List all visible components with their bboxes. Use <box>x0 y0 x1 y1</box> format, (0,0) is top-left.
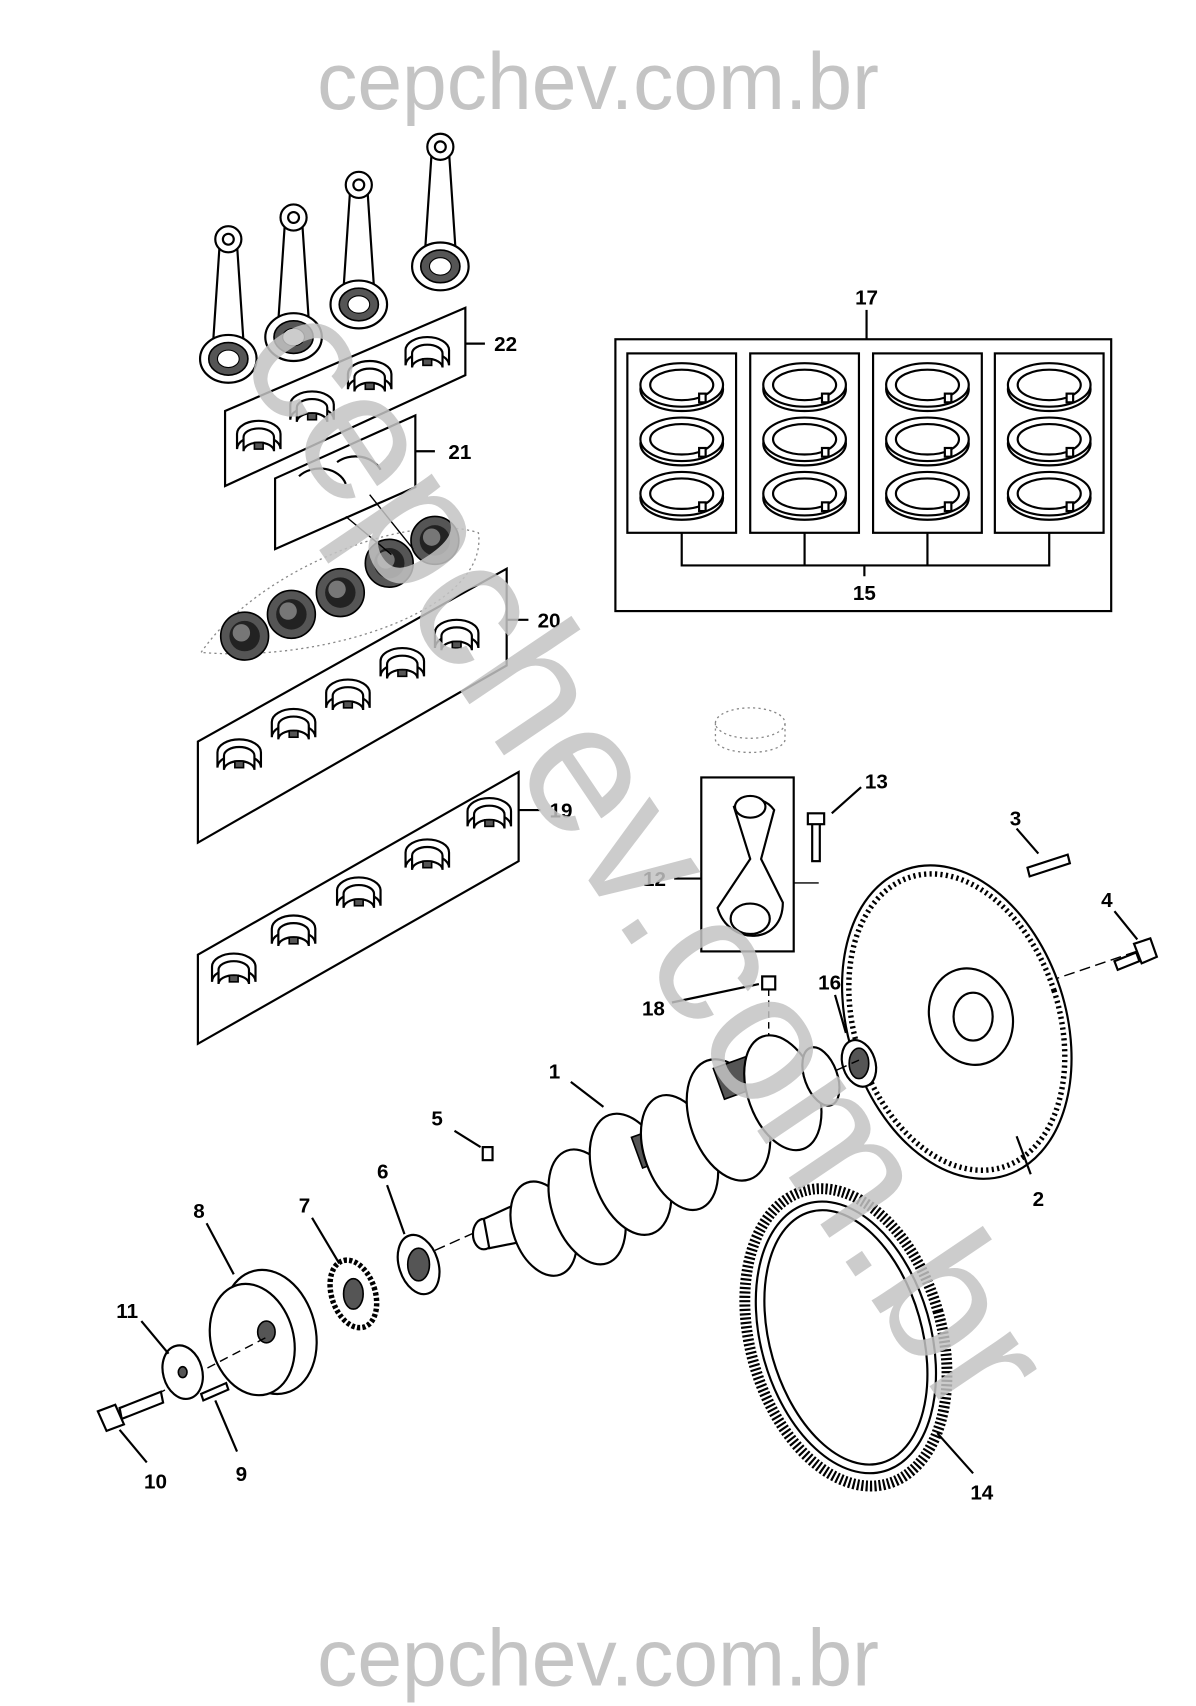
flywheel-bolt-4: 4 <box>1101 889 1159 972</box>
ring-gear-14: 14 <box>739 1183 994 1504</box>
bearing-shell <box>216 738 263 771</box>
callout-4: 4 <box>1101 889 1113 912</box>
bearing-shell <box>325 678 371 712</box>
woodruff-key-5: 5 <box>431 1107 494 1162</box>
bearing-shell <box>404 838 451 871</box>
callout-21: 21 <box>448 441 471 464</box>
rod-nut-18: 18 <box>642 975 777 1044</box>
piston-outline <box>714 707 786 739</box>
watermark-top: cepchev.com.br <box>317 37 879 127</box>
connecting-rod <box>410 132 470 292</box>
callout-5: 5 <box>431 1107 442 1130</box>
callout-16: 16 <box>818 971 841 994</box>
crank-pulley-8: 8 <box>193 1200 318 1397</box>
dowel-pin-3: 3 <box>1010 807 1072 878</box>
piston-ring <box>762 470 847 521</box>
crankcase-main-bearings <box>199 494 480 661</box>
callout-22: 22 <box>494 333 517 356</box>
piston-ring <box>1006 470 1092 521</box>
key-9: 9 <box>199 1381 247 1486</box>
bearing-shell <box>270 914 317 948</box>
timing-gear-7: 7 <box>299 1194 380 1331</box>
callout-17: 17 <box>855 286 878 309</box>
callout-9: 9 <box>236 1463 247 1486</box>
crankshaft-1: 1 <box>434 1034 860 1277</box>
callout-20: 20 <box>538 609 561 632</box>
pilot-bearing-16: 16 <box>818 971 878 1088</box>
pulley-bolt-10: 10 <box>96 1390 167 1494</box>
washer-11: 11 <box>116 1300 267 1415</box>
piston-ring <box>639 362 725 413</box>
main-bearing-bracket-20: 20 <box>196 566 561 845</box>
callout-15: 15 <box>853 582 876 605</box>
piston-ring <box>885 416 970 467</box>
piston-ring <box>762 362 847 413</box>
thrust-washer-bracket-21: 21 <box>273 413 471 551</box>
callout-10: 10 <box>144 1471 167 1494</box>
rod-bolt-13: 13 <box>806 770 888 863</box>
callout-19: 19 <box>550 800 573 823</box>
main-bearing-bracket-19: 19 <box>196 770 573 1046</box>
piston-ring <box>1006 416 1092 467</box>
piston-ring <box>762 416 847 467</box>
piston-ring <box>639 416 725 467</box>
crank-gear-6: 6 <box>377 1161 441 1296</box>
callout-1: 1 <box>549 1061 560 1084</box>
piston-ring <box>885 362 970 413</box>
bearing-shell <box>335 876 382 909</box>
piston-ring <box>885 470 970 521</box>
callout-7: 7 <box>299 1194 310 1217</box>
callout-2: 2 <box>1033 1188 1044 1211</box>
main-bearing <box>219 611 270 661</box>
callout-11: 11 <box>116 1300 138 1323</box>
callout-18: 18 <box>642 998 665 1021</box>
callout-13: 13 <box>865 770 888 793</box>
piston-outline <box>714 723 786 754</box>
piston-ring <box>639 470 725 521</box>
bearing-shell <box>210 952 257 986</box>
callout-6: 6 <box>377 1161 388 1184</box>
connecting-rod-12: 12 <box>643 776 819 953</box>
rod-bearing-bracket-22: 22 <box>223 306 517 488</box>
callout-3: 3 <box>1010 807 1021 830</box>
flywheel-2: 2 <box>840 864 1153 1211</box>
callout-8: 8 <box>193 1200 204 1223</box>
watermark-bottom: cepchev.com.br <box>317 1613 879 1703</box>
main-bearing <box>266 589 317 640</box>
piston-ring <box>1006 362 1092 413</box>
callout-12: 12 <box>643 868 666 891</box>
callout-14: 14 <box>970 1481 993 1504</box>
bearing-shell <box>270 707 317 741</box>
piston-ring-set: 17 15 <box>614 286 1113 613</box>
